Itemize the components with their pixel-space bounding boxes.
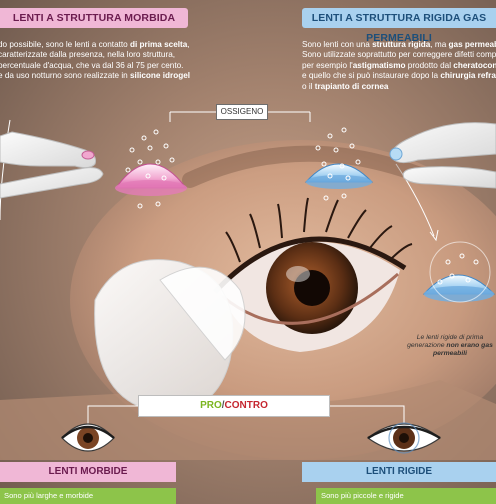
eye-icon-left	[61, 423, 115, 452]
soft-desc-line-4: e da uso notturno sono realizzate in sil…	[0, 71, 191, 81]
pro-text: PRO	[200, 400, 222, 411]
soft-lenses-bottom-header: LENTI MORBIDE	[0, 462, 176, 482]
rigid-lens-caption: Le lenti rigide di prima generazione non…	[407, 334, 493, 357]
soft-lenses-pro-item: Sono più larghe e morbide	[0, 488, 176, 504]
soft-desc-line-3: percentuale d'acqua, che va dal 36 al 75…	[0, 60, 184, 70]
rigid-desc-line-5: o il trapianto di cornea	[302, 81, 389, 91]
rigid-lens-header: LENTI A STRUTTURA RIGIDA GAS PERMEABILI	[302, 8, 496, 44]
oxygen-label: OSSIGENO	[216, 104, 268, 120]
eye-icon-right	[366, 422, 442, 454]
rigid-desc-line-3: per esempio l'astigmatismo prodotto dal …	[302, 60, 496, 70]
soft-lens-description: do possibile, sono le lenti a contatto d…	[0, 40, 191, 82]
rigid-desc-line-4: e quello che si può instaurare dopo la c…	[302, 71, 496, 81]
contro-text: CONTRO	[224, 400, 268, 411]
soft-lens-header: LENTI A STRUTTURA MORBIDA	[0, 8, 188, 28]
rigid-desc-line-1: Sono lenti con una struttura rigida, ma …	[302, 40, 496, 49]
pro-contro-separator: /	[221, 400, 225, 411]
rigid-lenses-pro-item: Sono più piccole e rigide	[316, 488, 496, 504]
soft-desc-line-2: caratterizzate dalla presenza, nella lor…	[0, 50, 176, 60]
rigid-lenses-bottom-header: LENTI RIGIDE	[302, 462, 496, 482]
pro-contro-label: PRO/CONTRO	[138, 395, 330, 417]
rigid-desc-line-2: Sono utilizzate soprattutto per corregge…	[302, 50, 496, 60]
soft-desc-line-1: do possibile, sono le lenti a contatto d…	[0, 40, 190, 49]
rigid-lens-description: Sono lenti con una struttura rigida, ma …	[302, 40, 496, 92]
